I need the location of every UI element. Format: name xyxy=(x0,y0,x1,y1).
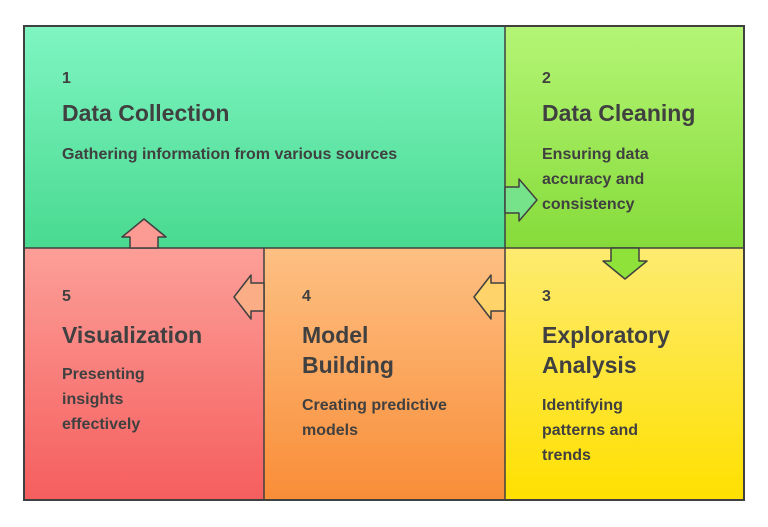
step-card-model-building: 4 Model Building Creating predictive mod… xyxy=(264,248,505,500)
step-description: Creating predictive models xyxy=(302,397,447,439)
step-number: 4 xyxy=(302,288,311,305)
step-number: 2 xyxy=(542,70,551,87)
step-title: Data Cleaning xyxy=(542,100,696,126)
step-number: 5 xyxy=(62,288,71,305)
step-title: Data Collection xyxy=(62,100,230,126)
step-description: Identifying patterns and trends xyxy=(542,397,639,464)
step-number: 3 xyxy=(542,288,551,305)
step-description: Ensuring data accuracy and consistency xyxy=(542,146,649,213)
step-description: Presenting insights effectively xyxy=(62,366,145,433)
step-title: Model Building xyxy=(302,322,394,378)
step-card-exploratory-analysis: 3 Exploratory Analysis Identifying patte… xyxy=(505,248,744,500)
step-card-visualization: 5 Visualization Presenting insights effe… xyxy=(24,248,264,500)
step-title: Visualization xyxy=(62,322,203,348)
step-number: 1 xyxy=(62,70,71,87)
step-card-data-cleaning: 2 Data Cleaning Ensuring data accuracy a… xyxy=(505,26,744,248)
step-description: Gathering information from various sourc… xyxy=(62,146,398,163)
step-card-data-collection: 1 Data Collection Gathering information … xyxy=(24,26,505,248)
step-title: Exploratory Analysis xyxy=(542,322,670,378)
